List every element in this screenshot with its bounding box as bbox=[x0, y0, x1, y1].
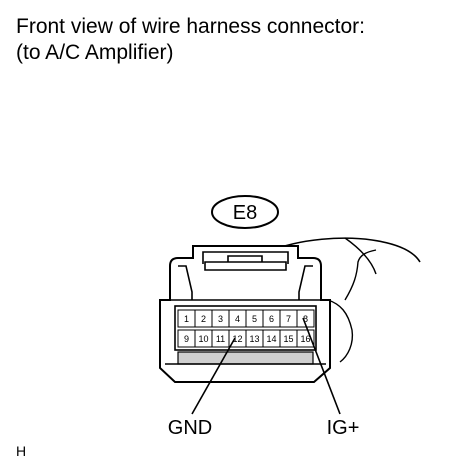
pin-number: 7 bbox=[286, 314, 291, 324]
pin-number: 16 bbox=[300, 334, 310, 344]
pin-number: 3 bbox=[218, 314, 223, 324]
connector-code-ellipse bbox=[211, 195, 279, 229]
pin-number: 4 bbox=[235, 314, 240, 324]
pin-number: 13 bbox=[249, 334, 259, 344]
diagram-title: Front view of wire harness connector: (t… bbox=[16, 14, 365, 66]
pin-number: 14 bbox=[266, 334, 276, 344]
igplus-label: IG+ bbox=[327, 417, 360, 439]
figure-id: H bbox=[16, 443, 27, 459]
connector-lock-bar bbox=[177, 351, 314, 365]
pin-number: 2 bbox=[201, 314, 206, 324]
gnd-leader-line bbox=[191, 337, 236, 415]
pin-number: 15 bbox=[283, 334, 293, 344]
pin-number: 10 bbox=[198, 334, 208, 344]
pin-number: 8 bbox=[303, 314, 308, 324]
igplus-leader-line bbox=[302, 317, 341, 415]
wire-harness-bundle bbox=[267, 237, 421, 263]
pin-number: 12 bbox=[232, 334, 242, 344]
title-line-1: Front view of wire harness connector: bbox=[16, 15, 365, 38]
pin-number: 11 bbox=[216, 334, 225, 344]
gnd-label: GND bbox=[168, 417, 212, 439]
pin-number: 5 bbox=[252, 314, 257, 324]
pin-number: 1 bbox=[184, 314, 189, 324]
pin-cell bbox=[296, 309, 315, 328]
title-line-2: (to A/C Amplifier) bbox=[16, 41, 174, 64]
connector-code: E8 bbox=[233, 202, 257, 224]
connector-latch bbox=[202, 251, 289, 271]
pin-number: 9 bbox=[184, 334, 189, 344]
pin-number: 6 bbox=[269, 314, 274, 324]
